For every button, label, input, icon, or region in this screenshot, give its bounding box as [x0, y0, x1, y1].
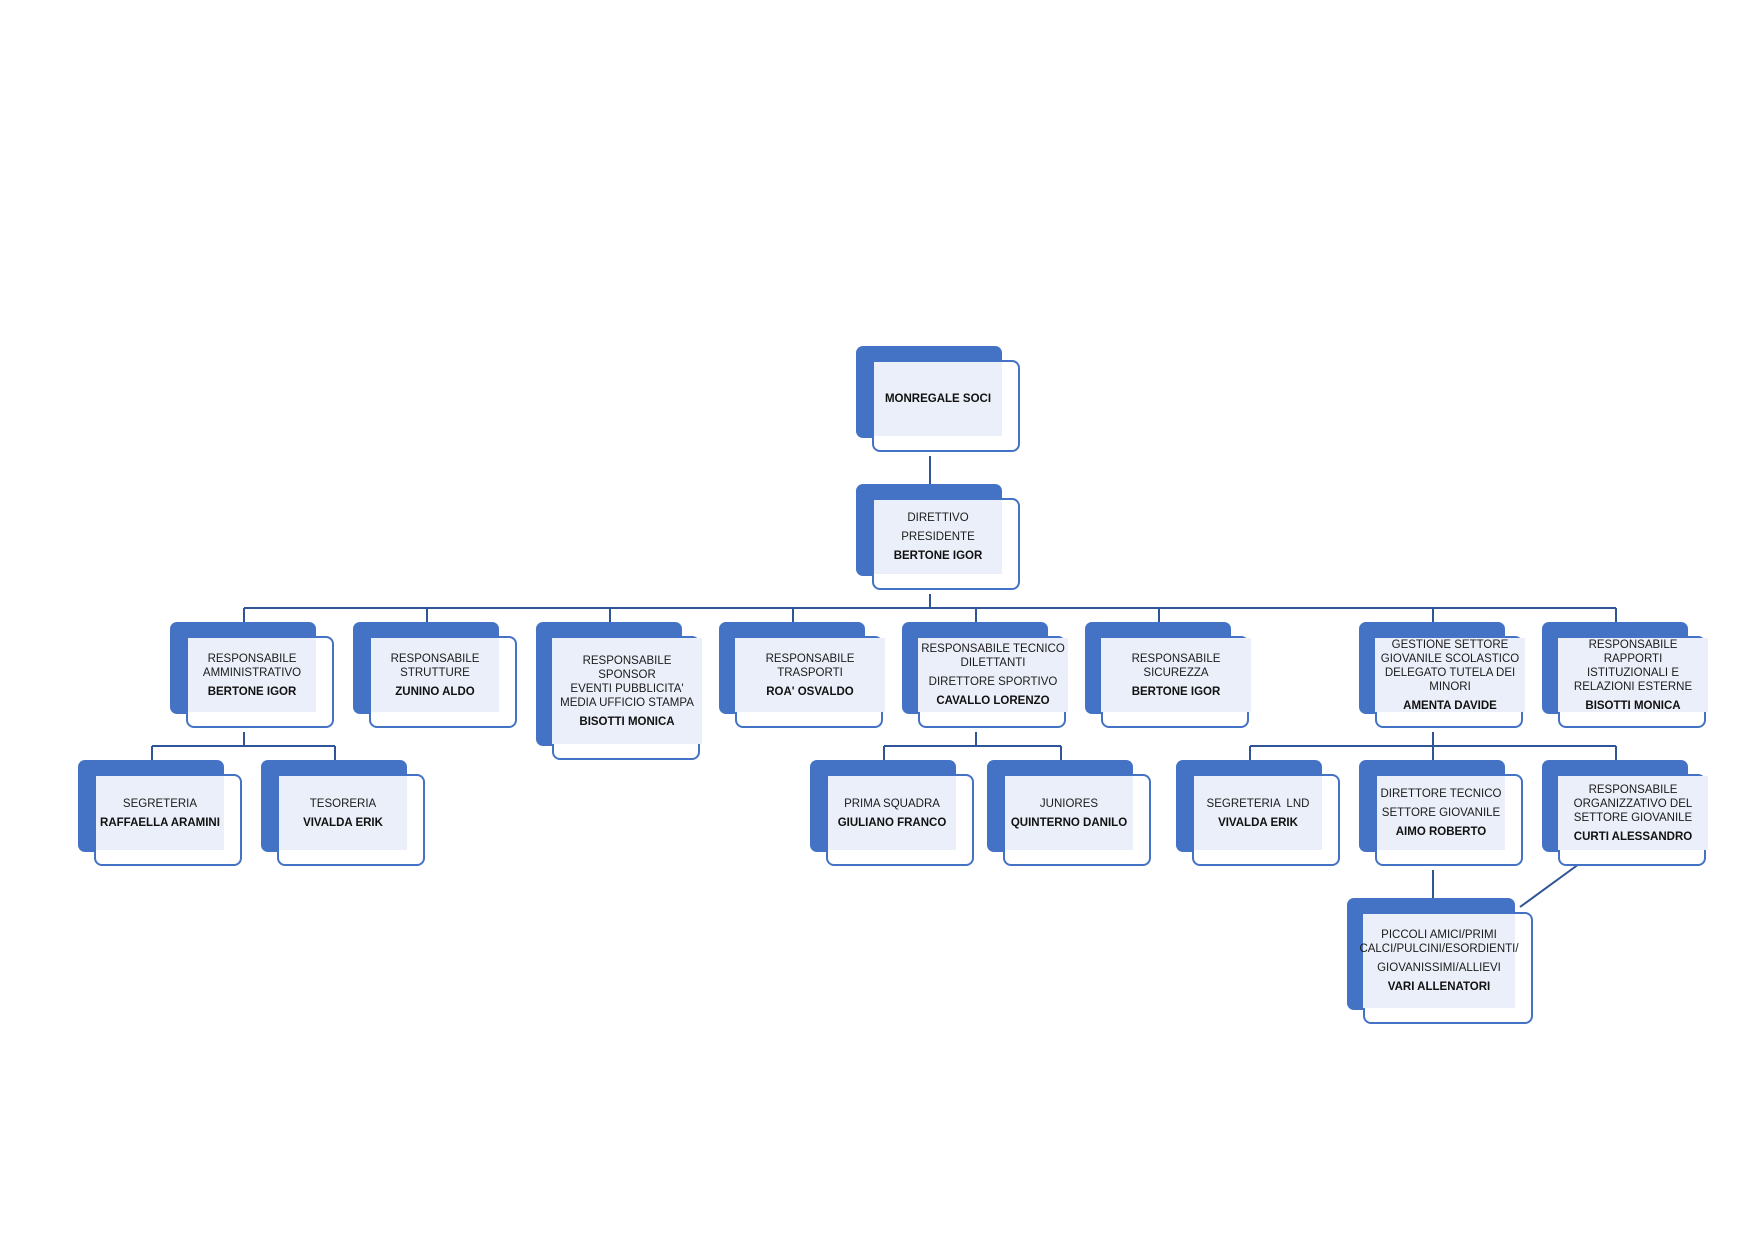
node-name: ROA' OSVALDO	[766, 685, 854, 698]
node-role: RESPONSABILE	[1588, 783, 1678, 796]
node-name: AIMO ROBERTO	[1395, 826, 1487, 838]
node-role: RESPONSABILE TECNICO	[921, 643, 1065, 655]
node-role: ISTITUZIONALI E	[1586, 666, 1679, 679]
node-role: PICCOLI AMICI/PRIMI	[1381, 929, 1497, 941]
node-name: CAVALLO LORENZO	[936, 695, 1050, 707]
node-name: BISOTTI MONICA	[579, 715, 675, 728]
node-role: SEGRETERIA	[122, 797, 198, 810]
node-name: RAFFAELLA ARAMINI	[100, 816, 220, 829]
node-name: VARI ALLENATORI	[1387, 981, 1491, 993]
node-role: RELAZIONI ESTERNE	[1573, 680, 1693, 693]
node-name: VIVALDA ERIK	[1218, 816, 1298, 829]
node-role: ORGANIZZATIVO DEL	[1573, 797, 1693, 810]
node-name: BERTONE IGOR	[207, 685, 297, 698]
node-role: RESPONSABILE	[207, 652, 297, 665]
node-role: AMMINISTRATIVO	[202, 666, 302, 679]
node-role: RESPONSABILE	[390, 652, 480, 665]
node-role: DIRETTORE SPORTIVO	[928, 676, 1058, 688]
node-role: SETTORE GIOVANILE	[1573, 811, 1693, 824]
node-name: GIULIANO FRANCO	[837, 816, 947, 829]
node-role: CALCI/PULCINI/ESORDIENTI/	[1359, 943, 1519, 955]
node-name: QUINTERNO DANILO	[1010, 816, 1128, 829]
node-role: EVENTI PUBBLICITA'	[570, 682, 684, 695]
node-role: JUNIORES	[1039, 797, 1099, 810]
node-name: VIVALDA ERIK	[303, 816, 383, 829]
node-name: MONREGALE SOCI	[884, 393, 992, 405]
node-role: TESORERIA	[309, 797, 377, 810]
node-role: GESTIONE SETTORE	[1391, 638, 1509, 651]
node-name: ZUNINO ALDO	[395, 685, 475, 698]
node-role: RESPONSABILE TRASPORTI	[765, 652, 855, 679]
node-role: DIRETTORE TECNICO	[1380, 788, 1502, 800]
node-role: GIOVANISSIMI/ALLIEVI	[1377, 962, 1501, 974]
node-role: MEDIA UFFICIO STAMPA	[560, 696, 694, 709]
node-role: DIRETTIVO	[907, 512, 969, 524]
node-role: DELEGATO TUTELA DEI	[1384, 666, 1516, 679]
node-name: BERTONE IGOR	[1131, 685, 1221, 698]
node-name: BISOTTI MONICA	[1585, 699, 1681, 712]
node-name: CURTI ALESSANDRO	[1573, 830, 1693, 843]
node-role: MINORI	[1429, 680, 1471, 693]
node-role: DILETTANTI	[960, 657, 1026, 669]
node-role: GIOVANILE SCOLASTICO	[1380, 652, 1520, 665]
node-name: AMENTA DAVIDE	[1403, 699, 1497, 712]
node-role: PRIMA SQUADRA	[844, 797, 940, 810]
node-role: RESPONSABILE RAPPORTI	[1588, 638, 1678, 665]
node-role: STRUTTURE	[400, 666, 470, 679]
node-role: SETTORE GIOVANILE	[1381, 807, 1501, 819]
node-role: RESPONSABILE SICUREZZA	[1131, 652, 1221, 679]
node-role: PRESIDENTE	[901, 531, 975, 543]
node-role: RESPONSABILE SPONSOR	[582, 654, 672, 681]
node-name: BERTONE IGOR	[893, 550, 983, 562]
node-role: SEGRETERIA LND	[1206, 797, 1310, 810]
